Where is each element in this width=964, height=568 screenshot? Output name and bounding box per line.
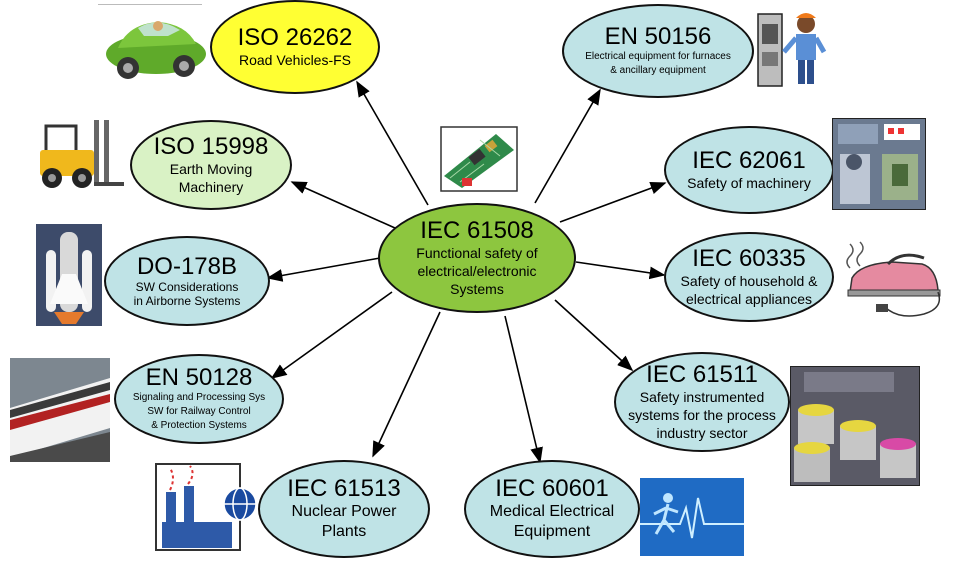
node-desc: industry sector xyxy=(656,425,748,441)
power-plant-icon xyxy=(155,463,257,551)
node-en50128: EN 50128 Signaling and Processing Sys SW… xyxy=(114,354,284,444)
node-desc: Safety instrumented xyxy=(639,389,765,405)
node-iec60335: IEC 60335 Safety of household & electric… xyxy=(664,232,834,322)
node-code: EN 50128 xyxy=(145,364,253,391)
train-icon xyxy=(10,358,110,462)
node-code: IEC 61511 xyxy=(646,361,758,388)
node-desc: Medical Electrical xyxy=(489,503,615,520)
arrow-to-iec62061 xyxy=(559,182,667,223)
node-desc: electrical appliances xyxy=(685,291,813,307)
node-desc: Safety of machinery xyxy=(687,175,811,191)
car-icon xyxy=(106,21,206,79)
ecg-runner-icon xyxy=(640,478,744,556)
node-do178b: DO-178B SW Considerations in Airborne Sy… xyxy=(104,236,270,326)
arrow-to-do178b xyxy=(266,257,381,282)
node-desc: Road Vehicles-FS xyxy=(238,52,352,68)
space-shuttle-icon xyxy=(36,224,102,326)
center-code: IEC 61508 xyxy=(420,217,534,244)
node-desc: Nuclear Power xyxy=(291,503,397,520)
node-iso26262: ISO 26262 Road Vehicles-FS xyxy=(210,0,380,94)
node-desc: Machinery xyxy=(178,179,244,195)
node-desc: Plants xyxy=(321,523,367,540)
machine-icon xyxy=(832,118,926,210)
center-desc-line-3: Systems xyxy=(450,281,504,297)
node-desc: Safety of household & xyxy=(680,273,818,289)
node-code: ISO 15998 xyxy=(153,133,269,160)
arrow-to-iec61511 xyxy=(554,299,634,372)
node-code: ISO 26262 xyxy=(237,24,353,51)
arrow-to-en50156 xyxy=(534,88,601,204)
circuit-board-icon xyxy=(440,126,518,192)
node-code: EN 50156 xyxy=(604,23,712,50)
center-desc-line-2: electrical/electronic xyxy=(417,263,537,279)
node-code: IEC 62061 xyxy=(692,147,806,174)
node-code: IEC 60601 xyxy=(495,475,609,502)
node-iso15998: ISO 15998 Earth Moving Machinery xyxy=(130,120,292,210)
furnace-worker-icon xyxy=(757,13,827,87)
arrow-to-iso26262 xyxy=(356,80,429,206)
node-desc: Equipment xyxy=(513,523,591,540)
node-code: IEC 60335 xyxy=(692,245,806,272)
arrow-to-en50128 xyxy=(270,291,393,379)
arrow-to-iso15998 xyxy=(290,181,396,229)
arrow-to-iec61513 xyxy=(372,311,441,458)
top-rule xyxy=(98,4,202,5)
node-desc: SW Considerations xyxy=(135,280,239,294)
center-node: IEC 61508 Functional safety of electrica… xyxy=(378,203,576,313)
node-iec61511: IEC 61511 Safety instrumented systems fo… xyxy=(614,352,790,452)
node-desc: in Airborne Systems xyxy=(133,294,241,308)
node-iec60601: IEC 60601 Medical Electrical Equipment xyxy=(464,460,640,558)
node-en50156: EN 50156 Electrical equipment for furnac… xyxy=(562,4,754,98)
process-tanks-icon xyxy=(790,366,920,486)
node-desc: & ancillary equipment xyxy=(610,65,706,76)
node-desc: Electrical equipment for furnaces xyxy=(585,51,731,62)
node-iec61513: IEC 61513 Nuclear Power Plants xyxy=(258,460,430,558)
node-desc: systems for the process xyxy=(628,407,776,423)
node-desc: Signaling and Processing Sys xyxy=(132,392,266,403)
forklift-icon xyxy=(40,120,124,188)
node-desc: & Protection Systems xyxy=(151,420,247,431)
node-code: IEC 61513 xyxy=(287,475,401,502)
arrow-to-iec60335 xyxy=(575,261,666,280)
center-desc-line-1: Functional safety of xyxy=(416,245,538,261)
node-desc: SW for Railway Control xyxy=(147,406,251,417)
node-desc: Earth Moving xyxy=(169,161,253,177)
iron-icon xyxy=(846,241,941,317)
node-code: DO-178B xyxy=(136,253,238,280)
node-iec62061: IEC 62061 Safety of machinery xyxy=(664,126,834,214)
arrow-to-iec60601 xyxy=(504,315,543,464)
